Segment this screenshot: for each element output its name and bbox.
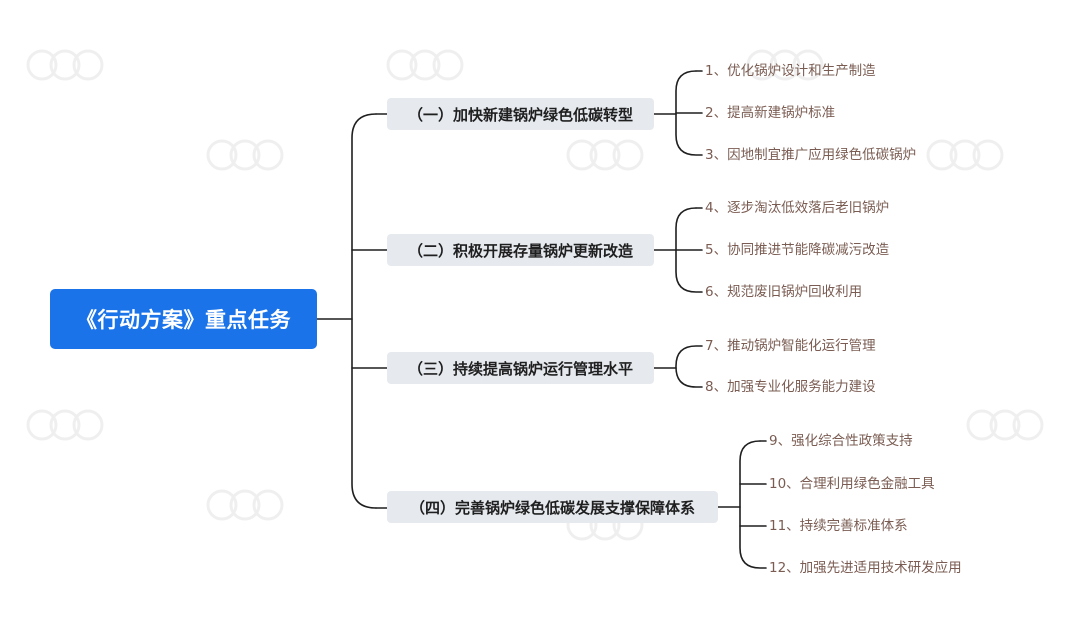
branch-label: （一）加快新建锅炉绿色低碳转型 (407, 105, 633, 124)
branch-1-leaf-spine (675, 70, 703, 156)
leaf-node-2[interactable]: 2、提高新建锅炉标准 (705, 105, 836, 121)
leaf-node-11[interactable]: 11、持续完善标准体系 (769, 518, 908, 534)
leaf-node-3[interactable]: 3、因地制宜推广应用绿色低碳锅炉 (705, 147, 917, 163)
leaf-node-12[interactable]: 12、加强先进适用技术研发应用 (769, 560, 962, 576)
branch-label: （四）完善锅炉绿色低碳发展支撑保障体系 (409, 498, 695, 517)
branch-4-leaf-spine (739, 440, 767, 569)
leaf-node-7[interactable]: 7、推动锅炉智能化运行管理 (705, 338, 876, 354)
leaf-node-9[interactable]: 9、强化综合性政策支持 (769, 433, 913, 449)
leaf-node-1[interactable]: 1、优化锅炉设计和生产制造 (705, 63, 876, 79)
branch-label: （二）积极开展存量锅炉更新改造 (407, 241, 633, 260)
leaf-node-10[interactable]: 10、合理利用绿色金融工具 (769, 476, 935, 492)
leaf-node-5[interactable]: 5、协同推进节能降碳减污改造 (705, 242, 890, 258)
branch-node-4[interactable]: （四）完善锅炉绿色低碳发展支撑保障体系 (387, 491, 718, 523)
leaf-node-4[interactable]: 4、逐步淘汰低效落后老旧锅炉 (705, 200, 890, 216)
branch-node-2[interactable]: （二）积极开展存量锅炉更新改造 (387, 234, 654, 266)
leaf-node-8[interactable]: 8、加强专业化服务能力建设 (705, 379, 876, 395)
branch-label: （三）持续提高锅炉运行管理水平 (407, 359, 633, 378)
root-label: 《行动方案》重点任务 (76, 308, 291, 332)
branch-node-1[interactable]: （一）加快新建锅炉绿色低碳转型 (387, 98, 654, 130)
root-node[interactable]: 《行动方案》重点任务 (50, 289, 317, 349)
branch-node-3[interactable]: （三）持续提高锅炉运行管理水平 (387, 352, 654, 384)
leaf-node-6[interactable]: 6、规范废旧锅炉回收利用 (705, 284, 863, 300)
main-trunk (351, 113, 377, 509)
branch-3-leaf-spine (675, 345, 703, 388)
branch-2-leaf-spine (675, 207, 703, 293)
